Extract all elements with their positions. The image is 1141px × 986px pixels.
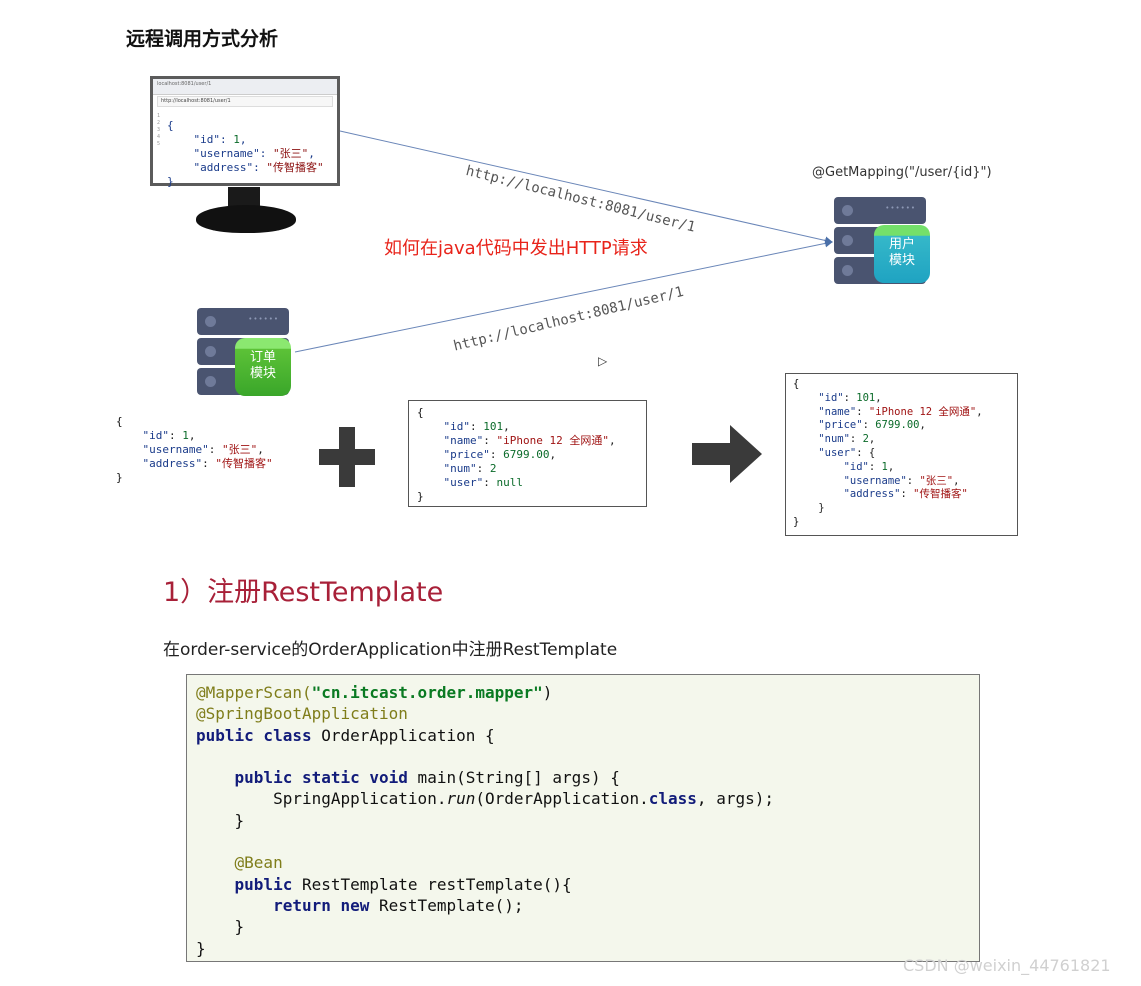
code-line: @SpringBootApplication: [196, 704, 408, 724]
code-line: }: [196, 938, 206, 958]
server-slab: ••••••: [834, 197, 926, 224]
code-line: [196, 746, 970, 767]
get-mapping-label: @GetMapping("/user/{id}"): [812, 165, 992, 180]
code-line: [196, 831, 970, 852]
code-line: @Bean: [234, 853, 283, 873]
code-line: }: [234, 810, 245, 830]
page-title: 远程调用方式分析: [126, 28, 279, 50]
user-service-server: •••••• 用户 模块: [834, 197, 930, 287]
browser-url-bar: http://localhost:8081/user/1: [157, 96, 333, 107]
monitor-json: { "id": 1, "username": "张三", "address": …: [167, 119, 324, 188]
order-module-icon: 订单 模块: [235, 338, 291, 396]
code-line: public class OrderApplication {: [196, 725, 495, 745]
http-request-question: 如何在java代码中发出HTTP请求: [384, 238, 648, 259]
section-description: 在order-service的OrderApplication中注册RestTe…: [163, 640, 618, 660]
code-line: SpringApplication.run(OrderApplication.c…: [273, 789, 774, 809]
code-line: @MapperScan("cn.itcast.order.mapper"): [196, 683, 553, 702]
user-module-icon: 用户 模块: [874, 225, 930, 283]
order-json-box: { "id": 101, "name": "iPhone 12 全网通", "p…: [408, 400, 647, 507]
line-numbers: 1 2 3 4 5: [157, 113, 161, 147]
mouse-cursor-icon: ▷: [598, 354, 608, 368]
monitor-stand: [228, 187, 260, 209]
order-service-server: •••••• 订单 模块: [197, 308, 291, 398]
code-line: return new RestTemplate();: [273, 895, 524, 915]
code-line: }: [234, 917, 245, 937]
browser-tab: localhost:8081/user/1: [153, 79, 337, 95]
section-title: 1）注册RestTemplate: [163, 577, 444, 608]
request-arrow-top: [339, 130, 833, 245]
monitor-base: [196, 205, 296, 233]
server-slab: ••••••: [197, 308, 289, 335]
plus-icon-bar: [319, 449, 375, 465]
code-block: @MapperScan("cn.itcast.order.mapper") @S…: [186, 674, 980, 962]
code-line: public RestTemplate restTemplate(){: [234, 874, 572, 894]
request-arrow-bottom: [294, 239, 833, 353]
result-json-box: { "id": 101, "name": "iPhone 12 全网通", "p…: [785, 373, 1018, 536]
watermark: CSDN @weixin_44761821: [903, 956, 1111, 975]
user-json: { "id": 1, "username": "张三", "address": …: [116, 415, 273, 484]
request-arrows: [294, 130, 833, 353]
code-line: public static void main(String[] args) {: [234, 768, 620, 788]
result-arrow-icon: [692, 425, 762, 483]
monitor: localhost:8081/user/1 http://localhost:8…: [150, 76, 340, 188]
